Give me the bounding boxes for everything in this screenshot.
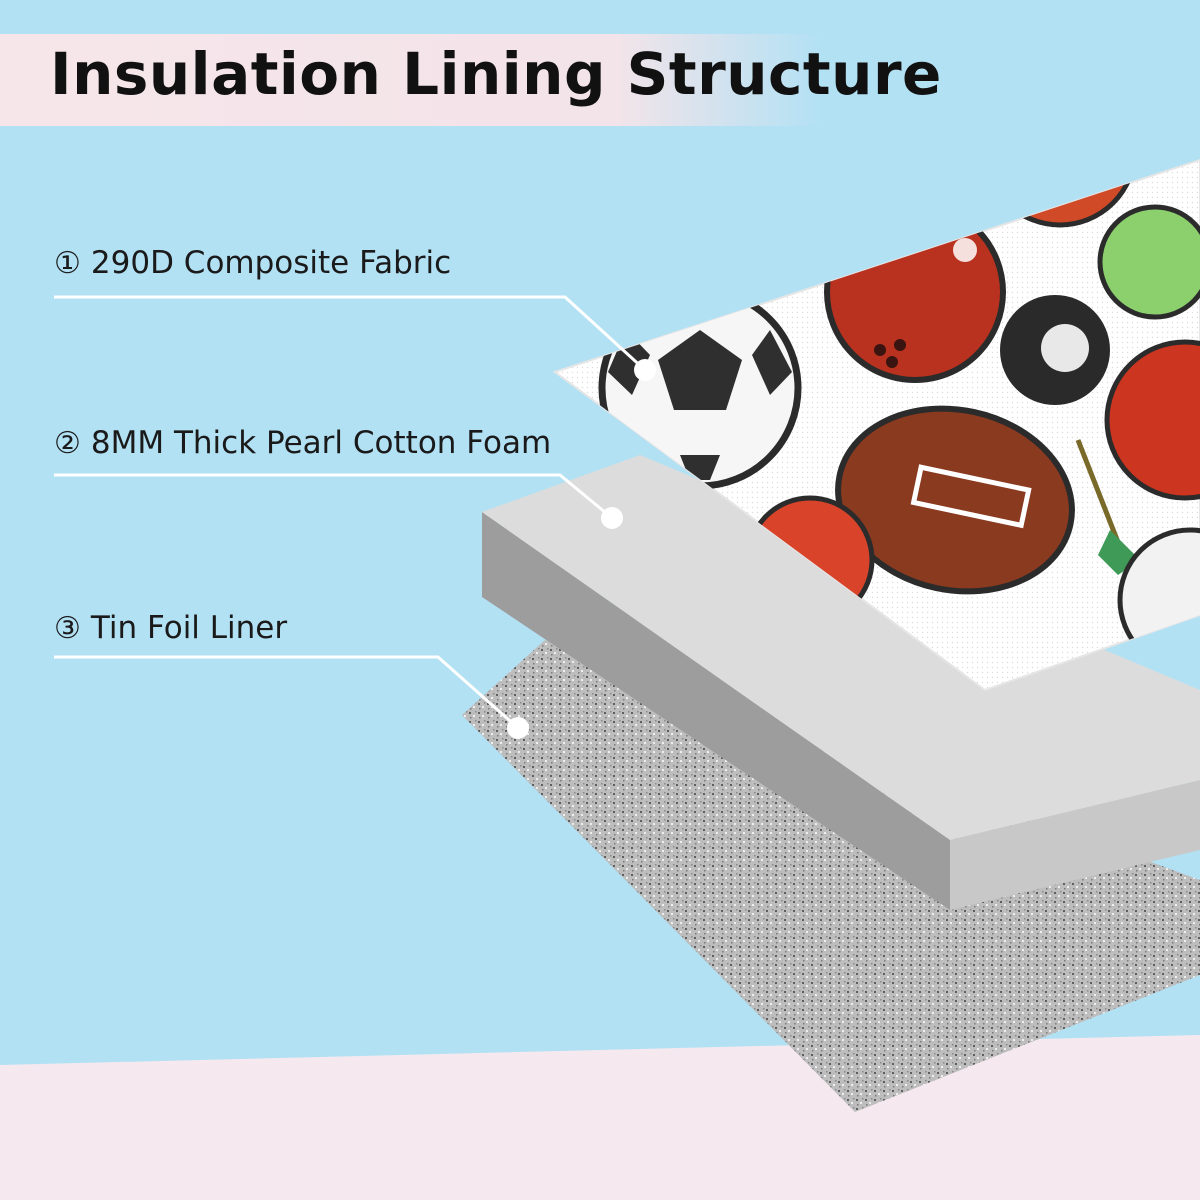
layer-number-2: ② xyxy=(54,426,81,461)
layer-label-foam: ② 8MM Thick Pearl Cotton Foam xyxy=(54,425,551,461)
callout-line-foil xyxy=(54,655,519,730)
layer-number-3: ③ xyxy=(54,611,81,646)
american-football-icon xyxy=(835,405,1075,595)
red-ball-icon xyxy=(1104,339,1200,501)
callout-dot-foil xyxy=(507,717,529,739)
callout-line-foam xyxy=(54,473,613,520)
layer-text-1: 290D Composite Fabric xyxy=(90,245,452,281)
tin-foil-liner xyxy=(462,640,1200,1112)
callout-dot-fabric xyxy=(634,359,656,381)
bowling-ball-icon xyxy=(824,201,1006,383)
layer-text-3: Tin Foil Liner xyxy=(90,610,288,646)
callout-dot-foam xyxy=(601,507,623,529)
page-title: Insulation Lining Structure xyxy=(50,40,942,108)
layer-number-1: ① xyxy=(54,246,81,281)
callout-line-fabric xyxy=(54,295,647,372)
tennis-ball-icon xyxy=(1097,204,1200,320)
callout-lines xyxy=(54,295,647,730)
title-band xyxy=(0,34,820,126)
basketball-icon xyxy=(982,160,1138,228)
foam-front xyxy=(950,780,1200,910)
callout-dots xyxy=(507,359,656,739)
foam-top xyxy=(482,455,1200,840)
layer-label-foil: ③ Tin Foil Liner xyxy=(54,610,287,646)
layer-label-fabric: ① 290D Composite Fabric xyxy=(54,245,451,281)
floor xyxy=(0,1035,1200,1200)
layer-text-2: 8MM Thick Pearl Cotton Foam xyxy=(90,425,552,461)
foam-side xyxy=(482,512,950,910)
